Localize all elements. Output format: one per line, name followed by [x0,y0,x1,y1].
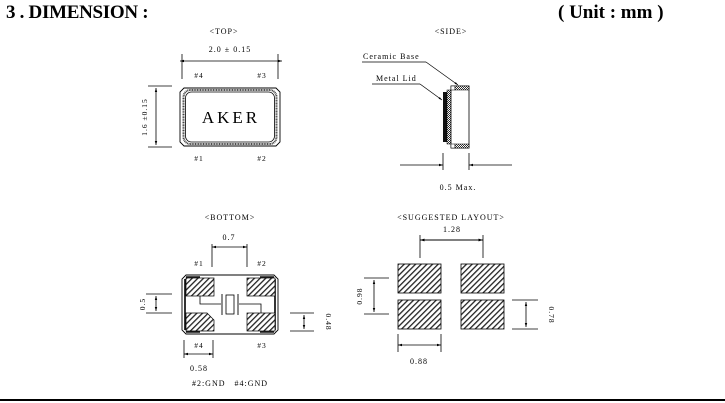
package-outline [181,274,279,335]
side-view-label: <SIDE> [435,27,468,36]
top-height-dim-text: 1.6 ±0.15 [140,98,149,136]
trace [199,296,221,305]
section-title: 3 . DIMENSION : [6,2,149,23]
bottom-view-label: <BOTTOM> [205,213,256,222]
layout-view-label: <SUGGESTED LAYOUT> [397,213,505,222]
bottom-view: <BOTTOM> 0.7 #1 #2 0.5 0.48 [138,213,333,388]
bottom-pin4-label: #4 [194,341,204,350]
side-view: <SIDE> Ceramic Base Metal Lid 0.5 Max. [362,27,512,192]
layout-pad-bottom-right [460,299,505,330]
layout-pitch-x-dim-text: 1.28 [443,225,461,234]
suggested-layout-view: <SUGGESTED LAYOUT> 1.28 0.98 0.78 0.88 [355,213,556,366]
bottom-pad-height-dim-text: 0.5 [138,298,147,310]
top-pin2-label: #2 [257,154,267,163]
bottom-pad-4 [185,312,215,332]
seal-layer [446,89,452,145]
section-divider [0,399,725,401]
top-view: <TOP> 2.0 ± 0.15 #4 #3 AKER #1 #2 1.6 ±0… [140,27,282,163]
bottom-pad-gap-dim-text: 0.48 [324,313,333,330]
lid-outline [185,91,275,143]
bottom-pad-3 [246,312,276,332]
layout-pitch-y-dim-text: 0.98 [355,287,364,304]
package-outline [179,87,281,147]
ceramic-base-label: Ceramic Base [363,52,420,61]
bottom-pin1-label: #1 [194,259,204,268]
terminal-top [450,85,456,91]
metal-lid [443,92,447,142]
metal-lid-label: Metal Lid [376,74,417,83]
ceramic-base [450,85,470,149]
unit-label: ( Unit : mm ) [558,2,664,23]
bottom-pin2-label: #2 [257,259,267,268]
bottom-pitch-dim-text: 0.7 [223,233,236,242]
ceramic-base-leader [425,61,459,86]
layout-pad-height-dim-text: 0.78 [547,306,556,323]
terminal-bottom [454,143,470,149]
terminal-top [454,85,470,91]
layout-pad-top-left [397,263,442,294]
top-pin3-label: #3 [257,71,267,80]
top-width-dim-text: 2.0 ± 0.15 [209,45,251,54]
bottom-pin3-label: #3 [257,341,267,350]
brand-marking: AKER [202,108,260,127]
bottom-pad-width-dim-text: 0.58 [190,364,208,373]
layout-pad-bottom-left [397,299,442,330]
side-thickness-dim-text: 0.5 Max. [440,183,477,192]
bottom-pad-1 [185,277,215,297]
gnd-note: #2:GND #4:GND [192,379,268,388]
top-view-label: <TOP> [210,27,239,36]
bottom-pad-2 [246,277,276,297]
metal-lid-leader [419,83,443,101]
trace [239,303,262,313]
layout-pad-top-right [460,263,505,294]
crystal-body-icon [225,294,235,315]
terminal-bottom [450,143,456,149]
layout-pad-width-dim-text: 0.88 [410,357,428,366]
top-pin1-label: #1 [194,154,204,163]
top-pin4-label: #4 [194,71,204,80]
